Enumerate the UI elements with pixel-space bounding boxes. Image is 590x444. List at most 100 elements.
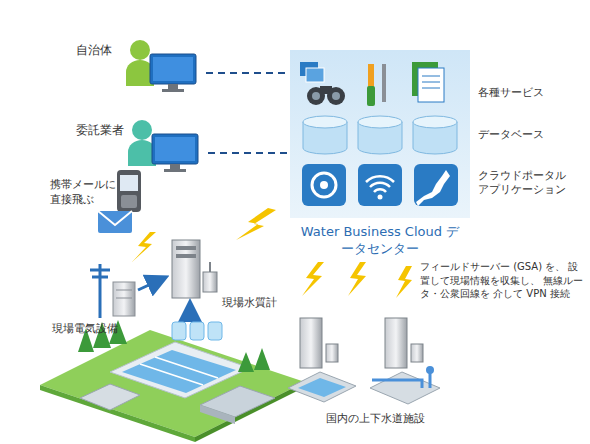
facility-server bbox=[300, 318, 322, 368]
field-server bbox=[203, 272, 217, 292]
service-icon bbox=[418, 68, 444, 102]
water-plant bbox=[80, 384, 140, 410]
dashed-connector bbox=[208, 152, 287, 154]
cloud-icons bbox=[290, 50, 470, 218]
electric-pole bbox=[90, 264, 110, 318]
facility-server bbox=[300, 318, 423, 368]
electric-cabinet bbox=[113, 282, 135, 316]
water-quality-meter bbox=[190, 322, 204, 340]
service-icon bbox=[312, 92, 320, 100]
mobile-phone bbox=[117, 170, 141, 212]
service-icon bbox=[422, 88, 440, 89]
field-server bbox=[176, 254, 196, 258]
portal-app-icon bbox=[312, 173, 336, 197]
database-icon bbox=[303, 116, 457, 154]
water-plant bbox=[140, 364, 203, 385]
portal-app-icon bbox=[378, 195, 383, 200]
facility-server bbox=[326, 344, 338, 362]
annotation-label: データベース bbox=[478, 128, 578, 143]
dashed-connector bbox=[206, 72, 287, 74]
portal-app-icon bbox=[320, 181, 328, 189]
lightning-bolt bbox=[348, 262, 366, 296]
lightning-bolt bbox=[132, 232, 156, 262]
data-arrow bbox=[189, 304, 192, 318]
water-plant bbox=[140, 357, 218, 385]
lightning-bolt bbox=[396, 266, 412, 298]
user-label: 委託業者 bbox=[76, 122, 124, 138]
tree bbox=[238, 352, 254, 372]
user-monitor-icon bbox=[168, 84, 178, 89]
service-icon bbox=[367, 86, 375, 106]
annotation-label: 携帯メールに 直接飛ぶ bbox=[50, 178, 122, 208]
electric-cabinet bbox=[116, 298, 132, 299]
service-icon bbox=[332, 92, 340, 100]
tree bbox=[254, 348, 270, 370]
water-plant bbox=[110, 342, 250, 398]
user-monitor-icon bbox=[132, 120, 152, 140]
user-monitor-icon bbox=[150, 54, 196, 84]
user-monitor-icon bbox=[130, 40, 150, 60]
user-label: 自治体 bbox=[76, 42, 112, 58]
user-monitor-icon bbox=[155, 137, 195, 161]
mobile-phone bbox=[117, 170, 141, 212]
water-quality-meter bbox=[208, 322, 222, 340]
annotation-label: 国内の上下水道施設 bbox=[326, 412, 456, 427]
database-icon bbox=[413, 116, 457, 128]
service-icon bbox=[320, 86, 332, 94]
facility-plant bbox=[288, 372, 356, 402]
annotation-label: 各種サービス bbox=[478, 86, 578, 101]
water-plant bbox=[195, 382, 305, 442]
facility-plant bbox=[288, 366, 440, 404]
facility-server bbox=[411, 344, 423, 362]
lightning-bolt bbox=[302, 262, 324, 296]
user-monitor-icon bbox=[162, 89, 184, 92]
portal-app-icon bbox=[302, 164, 458, 206]
data-center-panel: Water Business Cloud データセンター bbox=[290, 50, 470, 218]
field-server bbox=[172, 240, 200, 298]
mail-envelope bbox=[98, 211, 132, 225]
service-icon bbox=[422, 82, 440, 83]
field-server bbox=[172, 240, 217, 298]
user-group: 委託業者 bbox=[72, 116, 204, 174]
mail-envelope bbox=[98, 211, 132, 233]
user-monitor-icon bbox=[164, 169, 186, 172]
data-center-title: Water Business Cloud データセンター bbox=[300, 224, 460, 258]
portal-app-icon bbox=[416, 170, 450, 206]
water-quality-meter bbox=[172, 322, 222, 340]
portal-app-icon bbox=[302, 164, 346, 206]
electric-cabinet bbox=[113, 282, 135, 316]
annotation-label: 現場水質計 bbox=[222, 296, 292, 311]
user-monitor-icon bbox=[128, 116, 204, 174]
electric-cabinet bbox=[116, 290, 132, 291]
facility-server bbox=[385, 318, 407, 368]
user-monitor-icon bbox=[152, 134, 198, 164]
water-plant bbox=[122, 350, 236, 393]
electric-pole bbox=[90, 269, 110, 272]
water-plant bbox=[40, 330, 305, 437]
facility-plant bbox=[426, 366, 434, 374]
electric-pole bbox=[99, 264, 102, 318]
annotation-label: クラウドポータル アプリケーション bbox=[478, 168, 570, 196]
user-monitor-icon bbox=[153, 57, 193, 81]
database-icon bbox=[358, 116, 402, 128]
portal-app-icon bbox=[414, 164, 458, 206]
facility-plant bbox=[298, 378, 346, 397]
annotation-label: 現場電気設備 bbox=[52, 322, 132, 337]
annotation-label: フィールドサーバー (GSA) を、 設置して現場情報を収集し、 無線ルータ・公… bbox=[420, 260, 586, 301]
user-monitor-icon bbox=[170, 164, 180, 169]
service-icon bbox=[382, 64, 386, 102]
water-quality-meter bbox=[172, 322, 186, 340]
user-monitor-icon bbox=[126, 36, 202, 94]
facility-plant bbox=[372, 372, 430, 388]
user-group: 自治体 bbox=[72, 36, 202, 94]
electric-pole bbox=[92, 276, 108, 279]
lightning-bolt bbox=[236, 208, 276, 240]
field-server bbox=[176, 246, 196, 250]
facility-plant bbox=[370, 372, 440, 404]
service-icon bbox=[306, 68, 324, 82]
service-icon bbox=[422, 76, 440, 77]
portal-app-icon bbox=[358, 164, 402, 206]
service-icon bbox=[300, 62, 444, 106]
field-server bbox=[209, 262, 211, 272]
